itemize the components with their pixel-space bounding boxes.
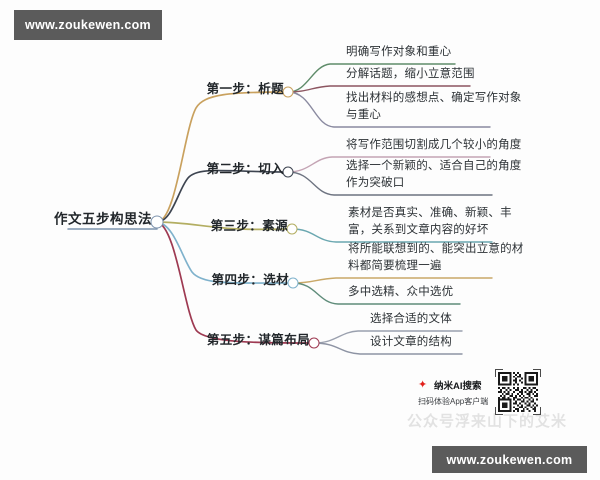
leaf-label-1-2[interactable]: 分解话题，缩小立意范围 [346, 68, 475, 80]
branch-label-1[interactable]: 第一步：析题 [206, 82, 284, 96]
branch-label-4[interactable]: 第四步：选材 [211, 273, 289, 287]
branch-label-2[interactable]: 第二步：切入 [206, 162, 284, 176]
root-node-label[interactable]: 作文五步构思法 [54, 211, 152, 227]
leaf-label-4-1[interactable]: 将所能联想到的、能突出立意的材 料都简要梳理一遍 [348, 243, 524, 272]
branch-node-dot-1[interactable] [282, 86, 294, 98]
leaf-label-5-2[interactable]: 设计文章的结构 [370, 336, 452, 348]
leaf-label-3-1[interactable]: 素材是否真实、准确、新颖、丰 富，关系到文章内容的好坏 [348, 207, 512, 236]
qr-code-block[interactable] [495, 369, 542, 415]
qr-corner-tr-icon [533, 369, 542, 377]
qr-code-icon[interactable] [498, 372, 539, 412]
faint-watermark-text: 公众号浮来山下的艾米 [406, 413, 567, 430]
qr-corner-tl-icon [495, 369, 504, 377]
watermark-bottom-badge: www.zoukewen.com [432, 446, 587, 473]
branch-label-3[interactable]: 第三步：素源 [210, 219, 288, 233]
qr-corner-bl-icon [495, 407, 504, 415]
leaf-label-5-1[interactable]: 选择合适的文体 [370, 313, 452, 325]
link-b4-c1 [292, 277, 493, 284]
leaf-label-4-2[interactable]: 多中选精、众中选优 [348, 286, 454, 298]
promo-title: 纳米AI搜索 [434, 380, 482, 392]
leaf-label-1-3[interactable]: 找出材料的感想点、确定写作对象 与重心 [346, 92, 522, 121]
leaf-label-1-1[interactable]: 明确写作对象和重心 [346, 46, 452, 58]
promo-subtitle: 扫码体验App客户端 [418, 396, 489, 406]
branch-node-dot-4[interactable] [287, 277, 299, 289]
leaf-label-2-1[interactable]: 将写作范围切割成几个较小的角度 [346, 139, 522, 151]
promo-block: ✦ 纳米AI搜索 扫码体验App客户端 [418, 368, 568, 416]
qr-corner-br-icon [533, 407, 542, 415]
branch-node-dot-5[interactable] [308, 337, 320, 349]
branch-node-dot-3[interactable] [286, 223, 298, 235]
branch-label-5[interactable]: 第五步：谋篇布局 [206, 333, 310, 347]
root-node-dot[interactable] [150, 215, 164, 229]
nami-logo-icon: ✦ [418, 377, 428, 391]
promo-title-row: ✦ 纳米AI搜索 [418, 378, 488, 392]
promo-text-group: ✦ 纳米AI搜索 扫码体验App客户端 [418, 378, 488, 407]
leaf-label-2-2[interactable]: 选择一个新颖的、适合自己的角度 作为突破口 [346, 160, 522, 189]
watermark-top-badge: www.zoukewen.com [14, 10, 162, 40]
link-root-b1 [156, 91, 289, 223]
branch-node-dot-2[interactable] [282, 166, 294, 178]
